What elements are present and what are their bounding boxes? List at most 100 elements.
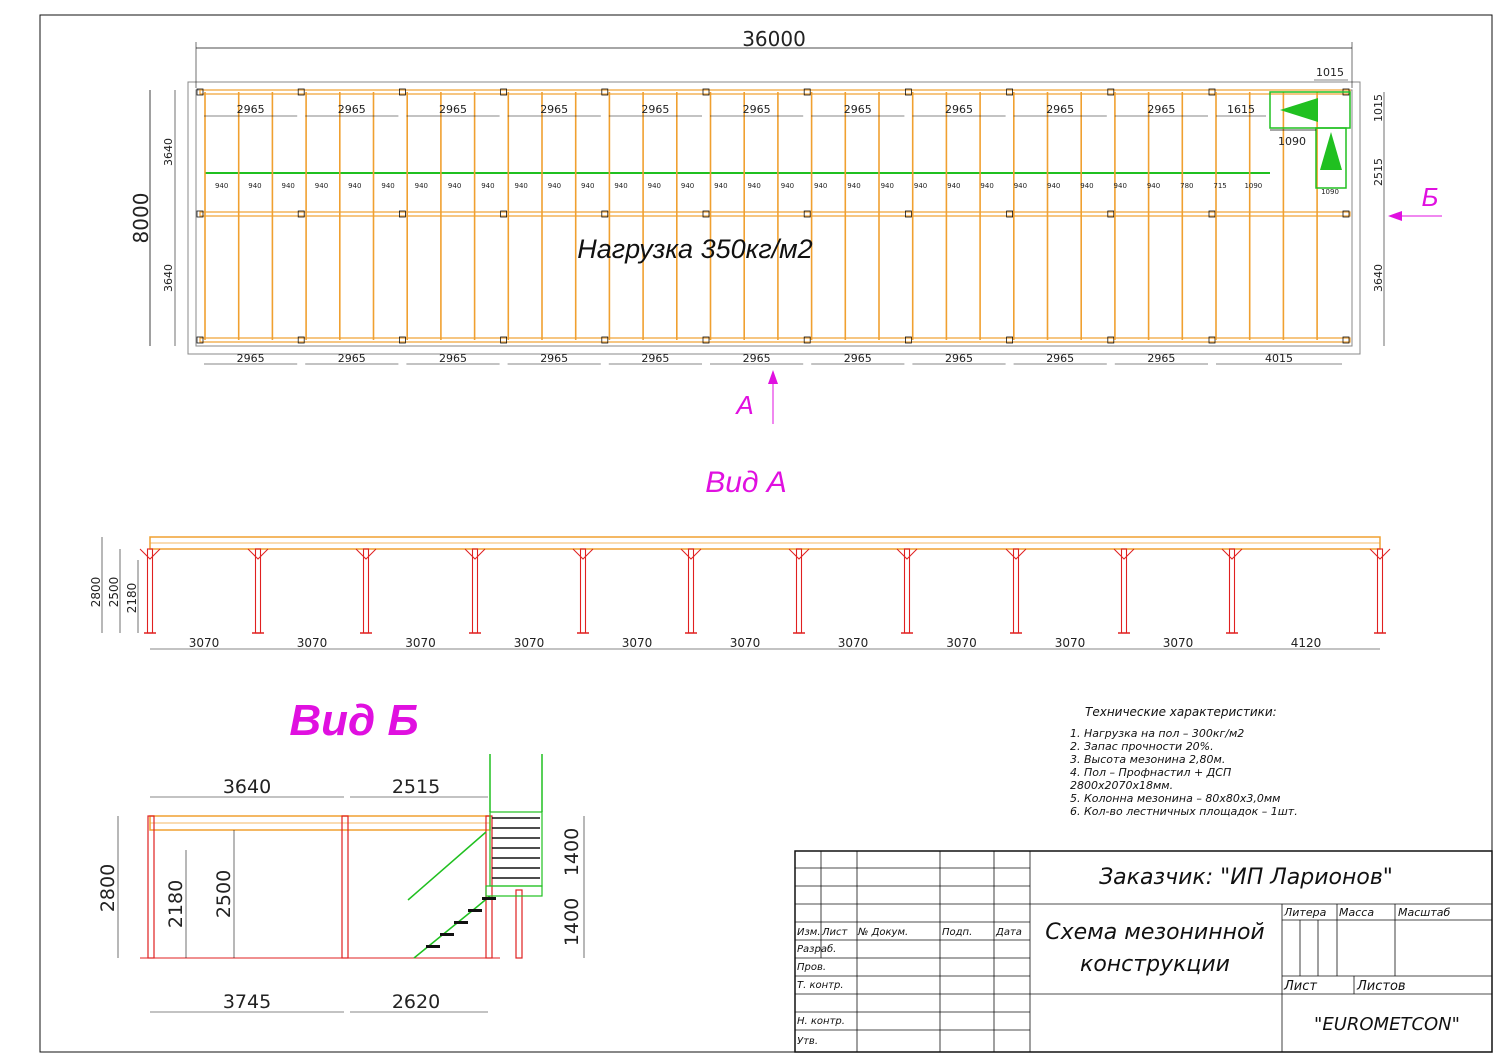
joist-dim: 940 — [514, 182, 527, 190]
title-block: Заказчик: "ИП Ларионов" Схема мезонинной… — [794, 850, 1493, 1053]
top-bay-dim: 2965 — [743, 103, 771, 116]
sheets-label: Листов — [1356, 979, 1406, 994]
column-square — [702, 336, 710, 344]
bottom-bay-dim: 2965 — [338, 352, 366, 365]
joist-dim: 940 — [381, 182, 394, 190]
stair-dim-low: 1090 — [1321, 188, 1339, 196]
column-square — [1208, 88, 1216, 96]
view-a-brace — [680, 548, 702, 560]
bottom-bay-dim: 2965 — [540, 352, 568, 365]
view-b-height-2800: 2800 — [97, 864, 119, 912]
view-a-brace — [788, 548, 810, 560]
joist-dim: 780 — [1180, 182, 1193, 190]
bottom-bay-dim: 2965 — [945, 352, 973, 365]
view-a-brace — [139, 548, 161, 560]
view-a-brace — [247, 548, 269, 560]
view-a-height-2180: 2180 — [125, 583, 139, 614]
view-b-stair-height-1: 1400 — [561, 828, 583, 876]
view-a-column — [471, 548, 479, 634]
col-date: Дата — [995, 927, 1022, 938]
column-square — [1006, 88, 1013, 96]
column-square — [803, 88, 811, 96]
view-b-column-right — [485, 815, 493, 959]
column-square — [803, 210, 811, 218]
stair-dim-mid: 1090 — [1278, 135, 1306, 148]
view-b-stair-height-2: 1400 — [561, 898, 583, 946]
company-label: "EUROMETCON" — [1314, 1014, 1460, 1035]
row-prov: Пров. — [797, 962, 826, 973]
joist-dim: 940 — [1147, 182, 1160, 190]
column-square — [702, 88, 710, 96]
left-dim-bottom: 3640 — [162, 264, 175, 292]
stair-tread — [468, 909, 482, 912]
view-a-column — [687, 548, 695, 634]
joist-dim: 940 — [548, 182, 561, 190]
view-a-bay-dim: 3070 — [189, 636, 220, 650]
right-dim-1015: 1015 — [1372, 94, 1385, 122]
view-b-column-left — [147, 815, 155, 959]
customer-label: Заказчик: "ИП Ларионов" — [1099, 865, 1393, 890]
plan-joists — [204, 92, 1318, 340]
bottom-bay-dim: 2965 — [439, 352, 467, 365]
view-b-bottom-3745: 3745 — [223, 991, 271, 1013]
top-bay-dim: 2965 — [540, 103, 568, 116]
plan-stair-landing — [1269, 91, 1351, 189]
column-square — [297, 210, 305, 218]
stair-handrail — [407, 831, 487, 901]
view-a-brace — [1005, 548, 1027, 560]
col-docnum: № Докум. — [857, 927, 908, 938]
view-a-bay-dim: 4120 — [1291, 636, 1322, 650]
view-a-column — [146, 548, 154, 634]
main-beam — [199, 211, 1351, 217]
view-a-brace — [355, 548, 377, 560]
view-a-column — [1228, 548, 1236, 634]
bottom-bay-dim: 2965 — [641, 352, 669, 365]
specs-title: Технические характеристики: — [1085, 705, 1277, 719]
joist-dim: 940 — [448, 182, 461, 190]
sheet-border — [39, 14, 1493, 1053]
column-square — [398, 210, 406, 218]
spec-line: 2. Запас прочности 20%. — [1070, 740, 1214, 753]
joist-dim: 940 — [847, 182, 860, 190]
drawing-title-line2: конструкции — [1080, 952, 1230, 977]
row-utv: Утв. — [797, 1036, 818, 1047]
view-a-brace — [1369, 548, 1391, 560]
joist-dim: 940 — [1080, 182, 1093, 190]
column-square — [1107, 88, 1115, 96]
right-dim-3640: 3640 — [1372, 264, 1385, 292]
column-square — [297, 336, 305, 344]
landing-stair — [1315, 127, 1347, 189]
view-a-bay-dim: 3070 — [405, 636, 436, 650]
stair-landing — [485, 885, 543, 897]
view-a-bay-dim: 3070 — [730, 636, 761, 650]
view-b-elevation: Вид Б 3640 2515 3745 2620 2800 2180 2500 — [97, 696, 585, 1013]
top-bay-dim: 2965 — [1046, 103, 1074, 116]
plan-view: 36000 8000 3640 3640 1015 2515 3640 1015… — [129, 27, 1442, 424]
joist-dim: 940 — [481, 182, 494, 190]
overall-length-label: 36000 — [742, 27, 806, 51]
joist-dim: 940 — [747, 182, 760, 190]
column-square — [1006, 210, 1013, 218]
view-b-bottom-2620: 2620 — [392, 991, 440, 1013]
view-a-column — [1012, 548, 1020, 634]
spec-line: 5. Колонна мезонина – 80х80х3,0мм — [1070, 792, 1280, 805]
joist-dim: 940 — [814, 182, 827, 190]
joist-dim: 940 — [348, 182, 361, 190]
view-b-marker: Б — [1422, 182, 1439, 212]
stair-tread — [426, 945, 440, 948]
joist-dim: 940 — [215, 182, 228, 190]
joist-dim: 940 — [980, 182, 993, 190]
overall-width-label: 8000 — [129, 193, 153, 244]
view-a-column — [1376, 548, 1384, 634]
top-bay-dim: 2965 — [237, 103, 265, 116]
bottom-bay-dim: 2965 — [1147, 352, 1175, 365]
stair-lower-stringer — [413, 895, 491, 959]
top-bay-dim: 1615 — [1227, 103, 1255, 116]
joist-dim: 940 — [781, 182, 794, 190]
plan-beams — [196, 88, 1351, 344]
view-a-bay-dim: 3070 — [946, 636, 977, 650]
right-dim-2515: 2515 — [1372, 158, 1385, 186]
